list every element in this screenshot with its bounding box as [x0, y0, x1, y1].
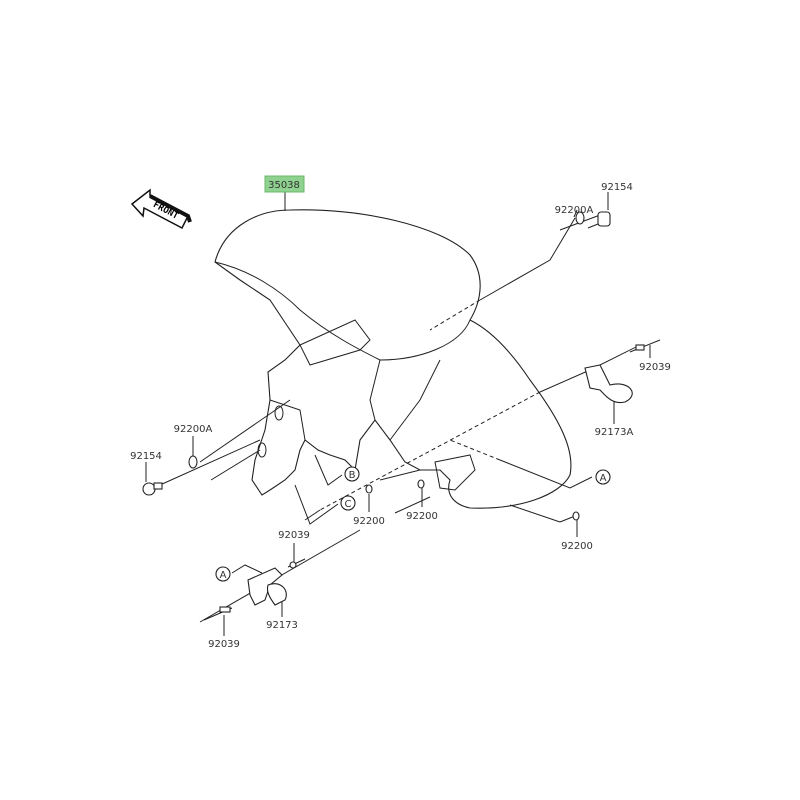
label-92039-bottom[interactable]: 92039 [208, 639, 240, 650]
clamp-right[interactable] [584, 364, 633, 404]
washer-mid-2[interactable] [417, 479, 425, 489]
label-92173[interactable]: 92173 [266, 620, 298, 631]
label-92200a-top-right[interactable]: 92200A [555, 205, 594, 216]
washer-top-right[interactable] [575, 211, 585, 225]
label-92173a[interactable]: 92173A [595, 427, 634, 438]
label-92200a-left[interactable]: 92200A [174, 424, 213, 435]
label-92039-mid[interactable]: 92039 [278, 530, 310, 541]
label-92154-top-right[interactable]: 92154 [601, 182, 633, 193]
rivet-bottom[interactable] [203, 606, 233, 621]
hardware [142, 211, 661, 621]
rivet-mid[interactable] [287, 558, 306, 569]
ref-circle-a-left [215, 566, 231, 582]
ref-circle-b [344, 466, 360, 482]
label-92039-right[interactable]: 92039 [639, 362, 671, 373]
label-35038[interactable]: 35038 [268, 180, 300, 191]
label-92200-right[interactable]: 92200 [561, 541, 593, 552]
label-92200-mid-1[interactable]: 92200 [353, 516, 385, 527]
clamp-left[interactable] [266, 583, 287, 606]
washer-left[interactable] [188, 455, 198, 469]
leader-lines [145, 192, 651, 636]
washer-mid-1[interactable] [365, 484, 373, 494]
front-fender[interactable] [214, 209, 572, 509]
bolt-left[interactable] [142, 482, 163, 496]
rivet-right[interactable] [629, 339, 661, 353]
label-ref-c: C [345, 499, 352, 510]
front-arrow-icon: FRONT [130, 188, 192, 230]
label-92200-mid-2[interactable]: 92200 [406, 511, 438, 522]
ref-circle-c [340, 495, 356, 511]
bolt-top-right[interactable] [587, 211, 611, 229]
ref-circle-a-right [595, 469, 611, 485]
label-ref-b: B [349, 470, 356, 481]
label-ref-a-left: A [220, 570, 227, 581]
label-92154-left[interactable]: 92154 [130, 451, 162, 462]
label-ref-a-right: A [600, 473, 607, 484]
part-label-highlight [264, 175, 305, 193]
washer-right-lower[interactable] [572, 511, 580, 521]
